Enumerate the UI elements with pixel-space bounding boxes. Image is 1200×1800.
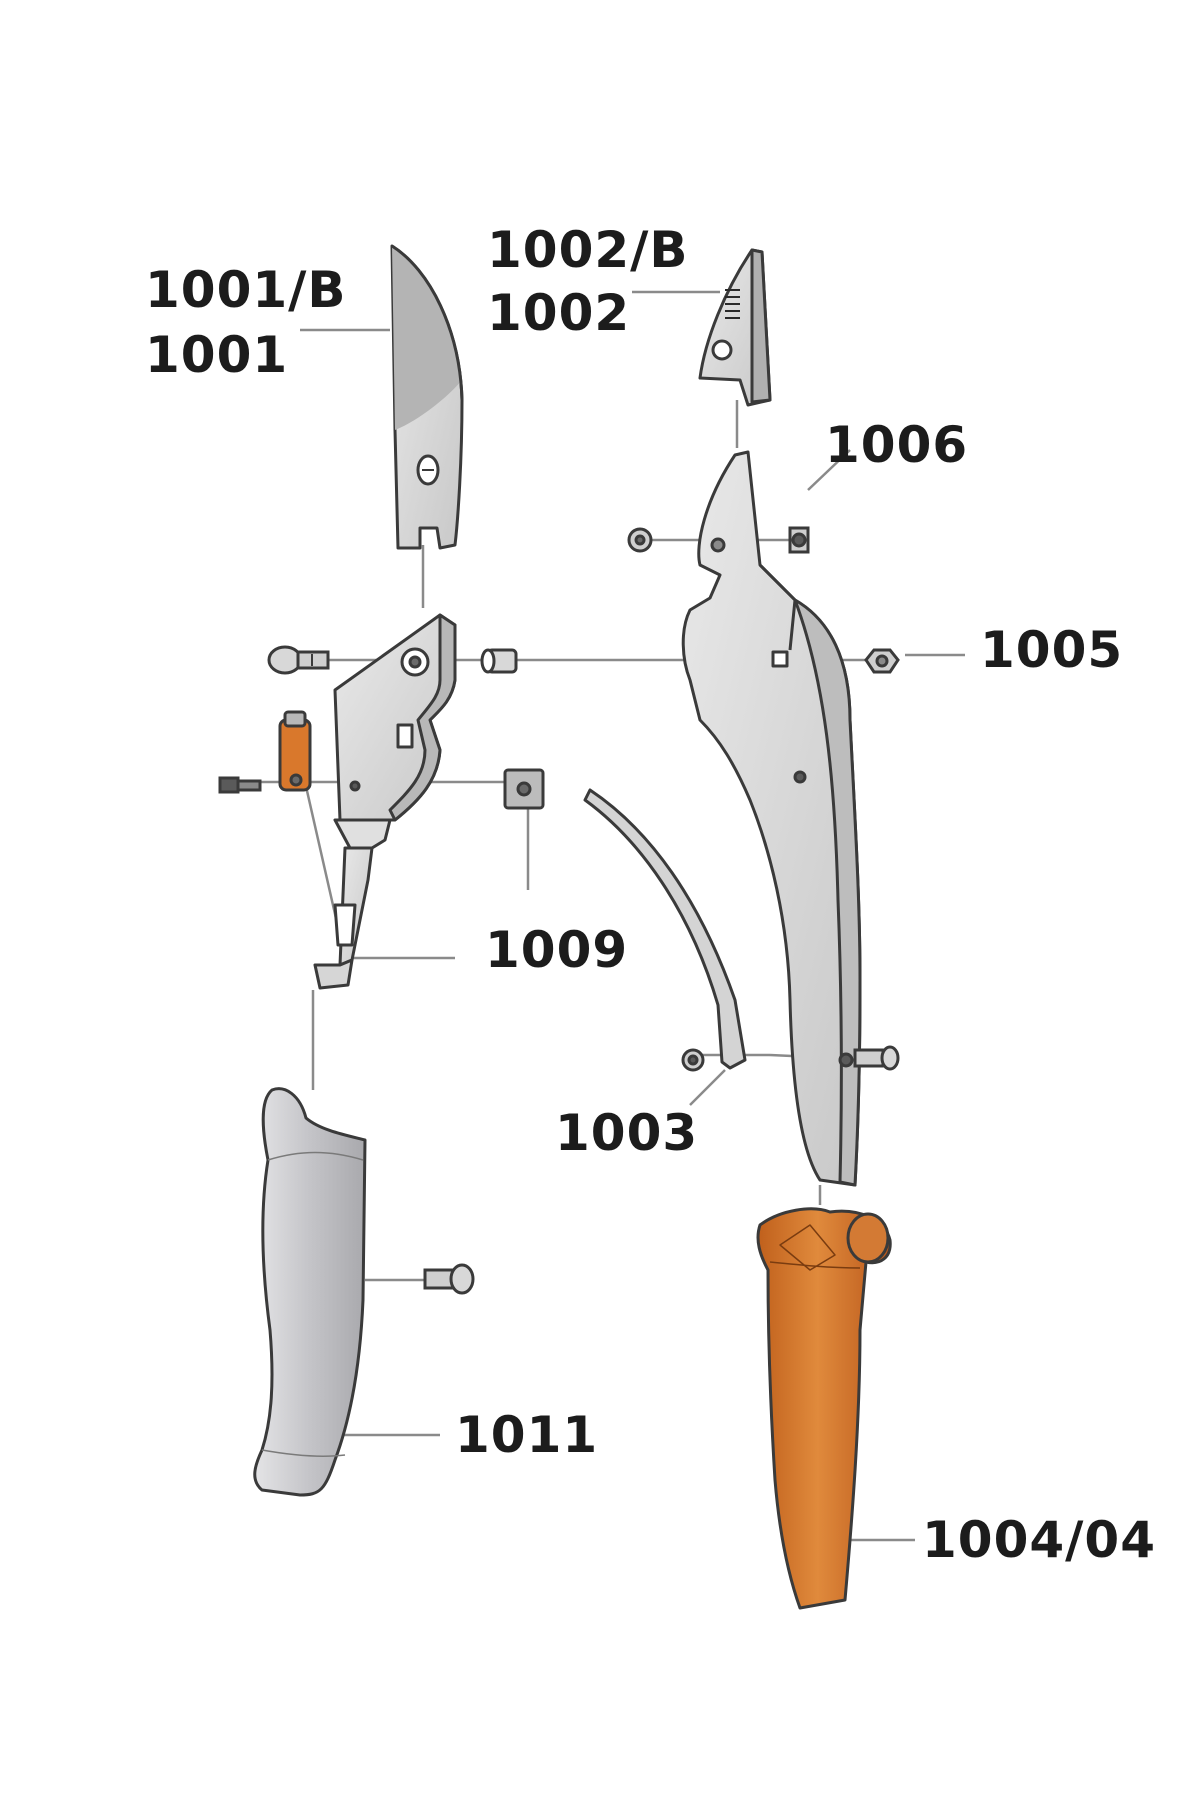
label-1002: 1002 [487, 284, 631, 342]
spring-1003 [583, 788, 747, 1072]
pivot-bolt-left [267, 645, 330, 675]
grip-1011 [253, 1087, 367, 1497]
screws [423, 1045, 900, 1295]
nut-1005 [864, 648, 900, 674]
anvil-1002 [698, 248, 772, 407]
label-1002b: 1002/B [487, 221, 689, 279]
label-1005: 1005 [980, 621, 1124, 679]
handle-body-right [681, 450, 862, 1187]
label-1009: 1009 [485, 921, 629, 979]
label-1006: 1006 [825, 416, 969, 474]
latch-1009 [218, 710, 545, 810]
label-1011: 1011 [455, 1406, 599, 1464]
label-1004-04: 1004/04 [922, 1511, 1157, 1569]
label-1001: 1001 [145, 326, 289, 384]
blade-1001 [390, 244, 464, 550]
bushing-center [480, 648, 518, 674]
grip-1004-04 [756, 1207, 892, 1610]
handle-plate-left [313, 613, 457, 990]
label-1003: 1003 [555, 1104, 699, 1162]
label-1001b: 1001/B [145, 261, 347, 319]
washer-1006-pair [627, 526, 810, 554]
